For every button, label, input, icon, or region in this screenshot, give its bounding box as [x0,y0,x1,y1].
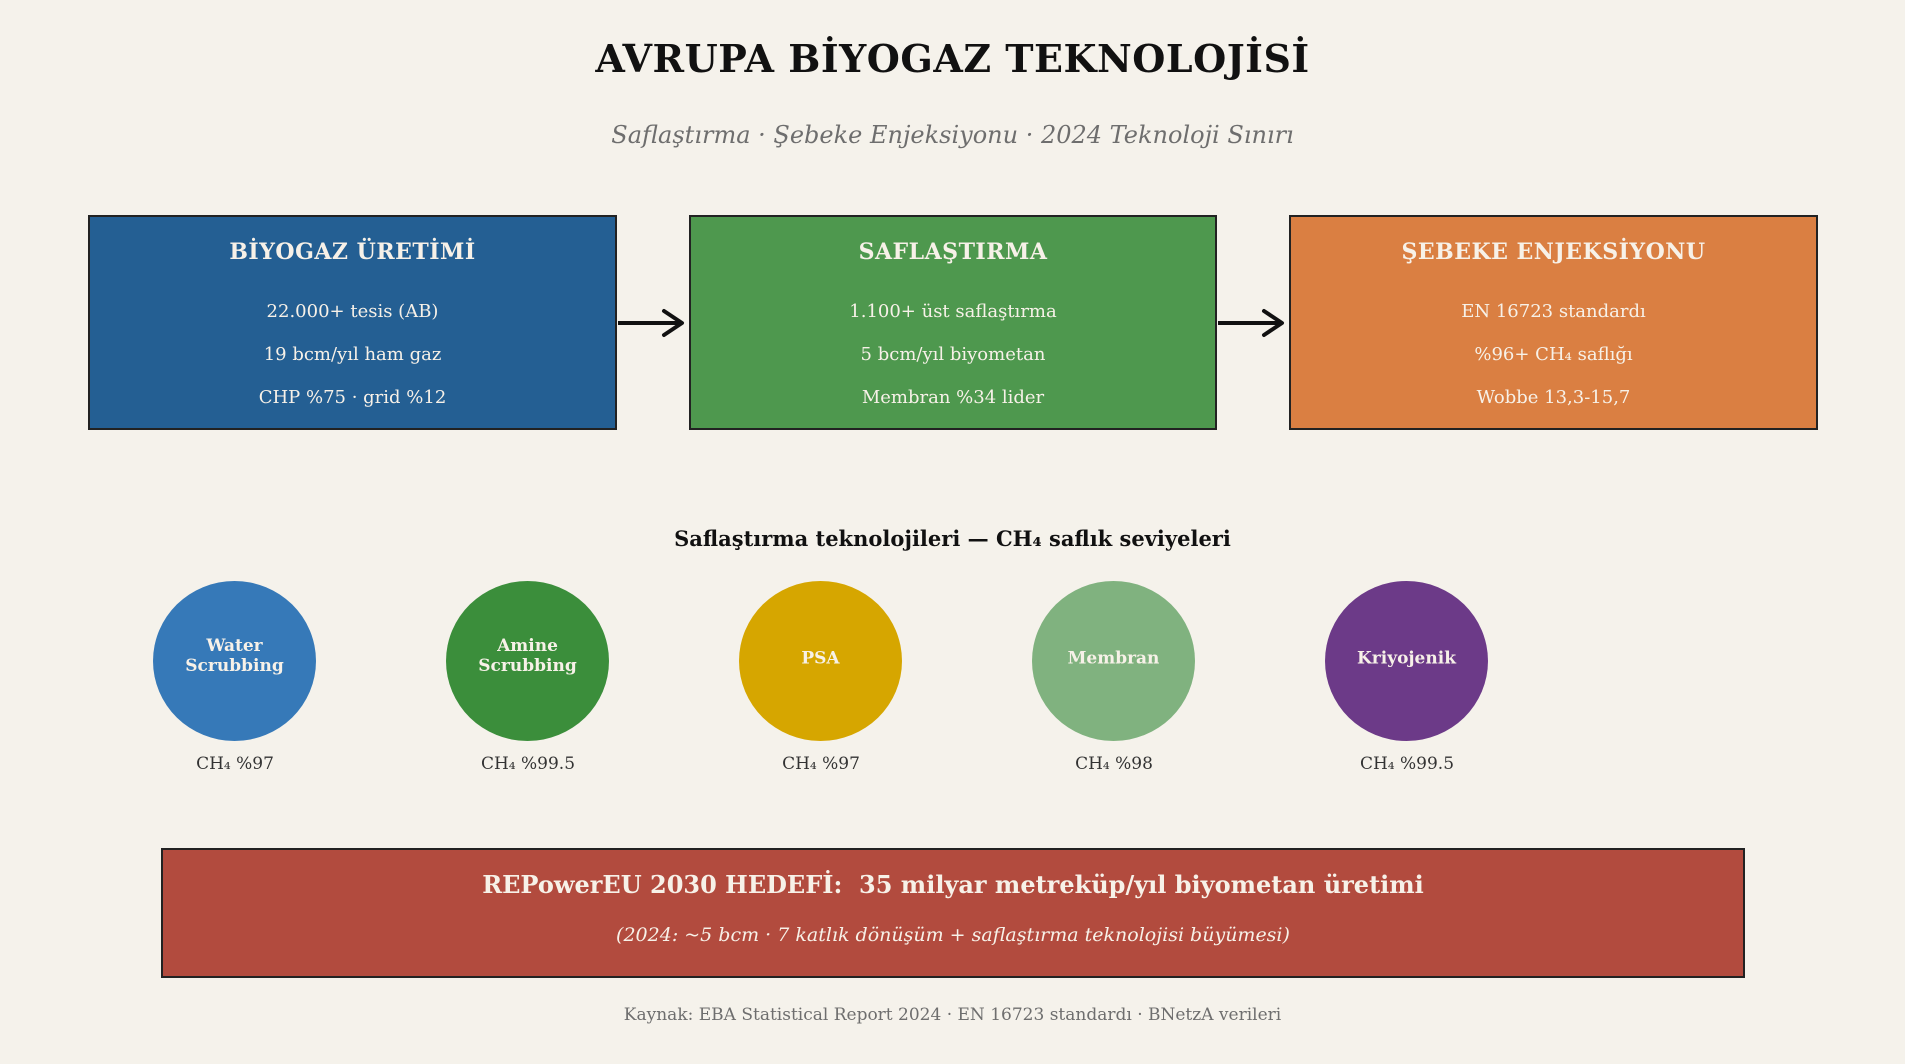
stage-line: 19 bcm/yıl ham gaz [263,344,442,365]
stage-line: 1.100+ üst saflaştırma [849,301,1057,322]
stage-line: %96+ CH₄ saflığı [1474,344,1633,365]
stage-line: Wobbe 13,3-15,7 [1476,387,1631,408]
tech-name: Kriyojenik [1357,648,1456,669]
stage-line: 22.000+ tesis (AB) [266,301,439,322]
stage-biogas-production: BİYOGAZ ÜRETİMİ 22.000+ tesis (AB) 19 bc… [88,215,617,430]
arrow-right-icon [1218,309,1284,337]
tech-amine-scrubbing: Amine Scrubbing [446,581,609,741]
tech-psa: PSA [739,581,902,741]
section-title: Saflaştırma teknolojileri — CH₄ saflık s… [674,526,1231,551]
goal-banner: REPowerEU 2030 HEDEFİ: 35 milyar metrekü… [161,848,1745,978]
tech-name: Amine Scrubbing [478,636,577,677]
tech-purity: CH₄ %99.5 [480,754,576,774]
stage-title: ŞEBEKE ENJEKSİYONU [1401,239,1706,265]
goal-title: REPowerEU 2030 HEDEFİ: 35 milyar metrekü… [482,870,1424,899]
tech-purity: CH₄ %97 [196,754,274,774]
stage-line: 5 bcm/yıl biyometan [860,344,1046,365]
stage-upgrading: SAFLAŞTIRMA 1.100+ üst saflaştırma 5 bcm… [689,215,1217,430]
stage-title: SAFLAŞTIRMA [858,239,1048,265]
stage-grid-injection: ŞEBEKE ENJEKSİYONU EN 16723 standardı %9… [1289,215,1818,430]
tech-purity: CH₄ %98 [1075,754,1153,774]
arrow-right-icon [618,309,684,337]
tech-purity: CH₄ %97 [782,754,860,774]
tech-membrane: Membran [1032,581,1195,741]
stage-line: EN 16723 standardı [1461,301,1646,322]
tech-name: Water Scrubbing [185,636,284,677]
stage-title: BİYOGAZ ÜRETİMİ [229,239,476,265]
tech-purity: CH₄ %99.5 [1359,754,1455,774]
tech-name: PSA [801,648,840,669]
tech-name: Membran [1067,648,1160,669]
goal-subtitle: (2024: ~5 bcm · 7 katlık dönüşüm + safla… [616,924,1290,946]
tech-cryogenic: Kriyojenik [1325,581,1488,741]
stage-line: CHP %75 · grid %12 [258,387,447,408]
tech-water-scrubbing: Water Scrubbing [153,581,316,741]
source-note: Kaynak: EBA Statistical Report 2024 · EN… [623,1005,1282,1025]
page-title: AVRUPA BİYOGAZ TEKNOLOJİSİ [595,36,1310,81]
stage-line: Membran %34 lider [861,387,1045,408]
page-subtitle: Saflaştırma · Şebeke Enjeksiyonu · 2024 … [611,121,1294,149]
